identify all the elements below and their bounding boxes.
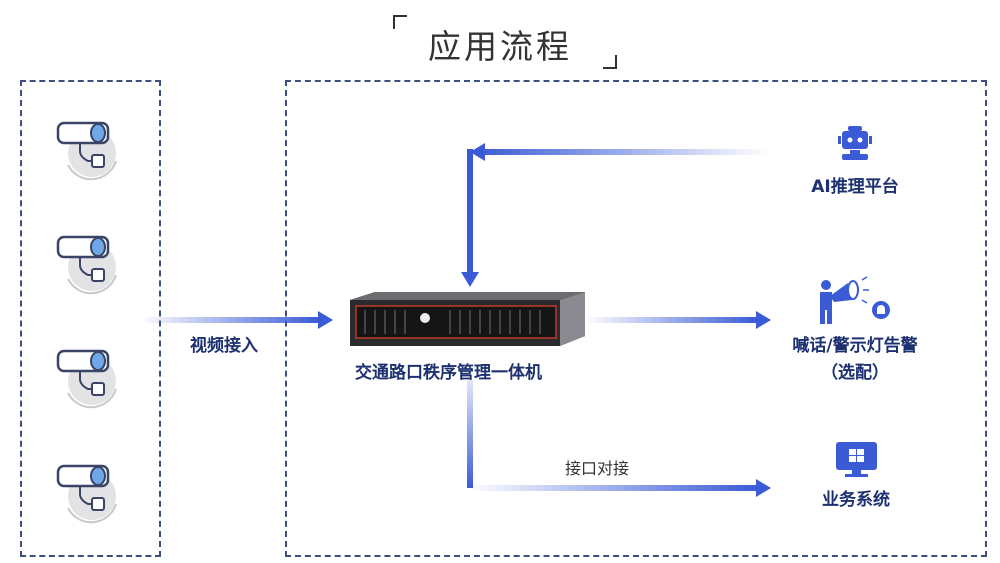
diagram-title: 应用流程 xyxy=(428,27,572,66)
camera-icon xyxy=(56,235,118,295)
camera-icon xyxy=(56,349,118,409)
ai-down-arrow xyxy=(467,149,473,274)
monitor-windows-icon xyxy=(836,442,877,477)
brand-logo xyxy=(420,313,430,323)
device-label: 交通路口秩序管理一体机 xyxy=(355,363,542,383)
alarm-optional-label: （选配） xyxy=(821,363,889,383)
ai-platform-label: AI推理平台 xyxy=(811,177,899,197)
camera-icon xyxy=(56,121,118,181)
server-device-image xyxy=(350,292,585,346)
interface-down-arrow xyxy=(467,380,473,488)
alarm-arrow xyxy=(585,317,757,323)
alarm-label: 喊话/警示灯告警 xyxy=(792,336,918,356)
input-arrowhead xyxy=(318,311,333,329)
interface-arrow xyxy=(467,485,757,491)
camera-icon xyxy=(56,464,118,524)
megaphone-icon xyxy=(820,276,890,324)
title-bracket-right xyxy=(603,55,617,69)
title-bracket-left xyxy=(393,15,407,29)
robot-icon xyxy=(838,126,872,160)
input-arrow xyxy=(140,317,320,323)
ai-return-arrow xyxy=(478,149,768,155)
input-label: 视频接入 xyxy=(190,336,258,356)
business-system-label: 业务系统 xyxy=(822,490,890,510)
interface-label: 接口对接 xyxy=(565,459,630,478)
